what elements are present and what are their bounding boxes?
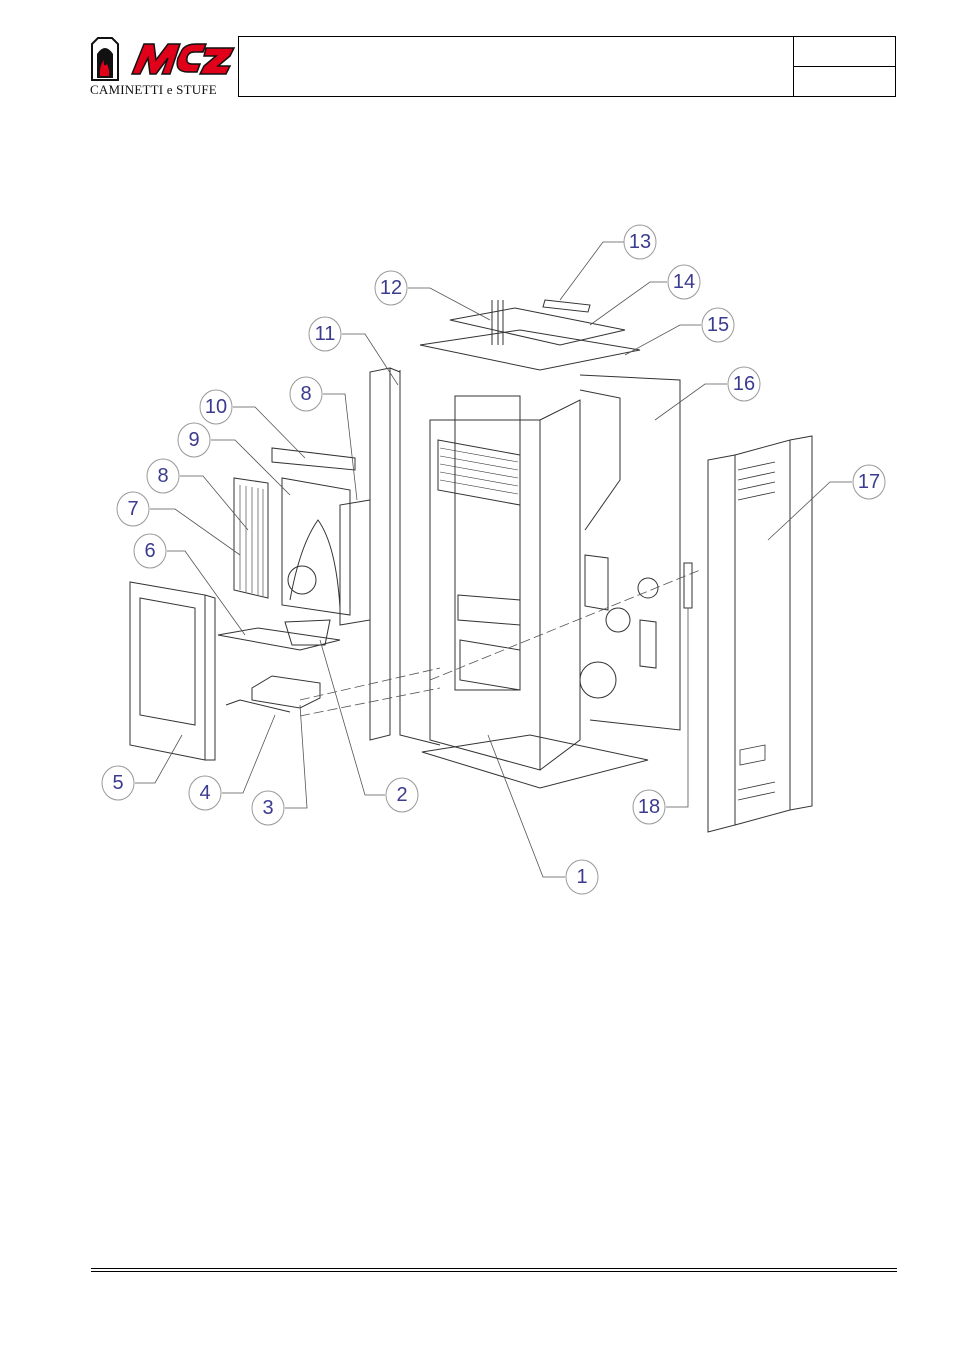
svg-text:1: 1: [576, 866, 587, 888]
part-main-frame: [429, 419, 541, 771]
svg-text:2: 2: [396, 784, 407, 806]
callout-11: 11: [308, 316, 342, 352]
callout-8-lower: 8: [146, 458, 180, 494]
svg-text:16: 16: [733, 373, 755, 395]
callouts: 13 12 14 15 11 8 16 10 9 8 17 7 6 5 4 3 …: [101, 224, 886, 895]
svg-text:14: 14: [673, 271, 695, 293]
part-door: [129, 581, 216, 761]
callout-15: 15: [701, 307, 735, 343]
part-back-liner: [281, 477, 351, 616]
svg-text:8: 8: [157, 465, 168, 487]
callout-12: 12: [374, 270, 408, 306]
svg-text:3: 3: [262, 797, 273, 819]
svg-text:18: 18: [638, 796, 660, 818]
callout-4: 4: [188, 775, 222, 811]
callout-16: 16: [727, 366, 761, 402]
logo-mark-icon: [91, 37, 236, 81]
part-top-cover: [419, 329, 641, 371]
part-baffle: [271, 447, 356, 471]
svg-text:7: 7: [127, 498, 138, 520]
part-side-panel-right: [707, 435, 813, 833]
part-ash-drawer: [251, 675, 321, 709]
part-brazier: [284, 619, 331, 646]
mcz-logo: CAMINETTI e STUFE: [88, 36, 236, 98]
svg-text:8: 8: [300, 383, 311, 405]
stove-parts: [129, 299, 813, 833]
svg-text:17: 17: [858, 471, 880, 493]
callout-5: 5: [101, 765, 135, 801]
svg-text:4: 4: [199, 782, 210, 804]
part-base: [421, 734, 649, 789]
svg-text:13: 13: [629, 231, 651, 253]
header-right-cells: [793, 37, 895, 96]
callout-13: 13: [623, 224, 657, 260]
svg-text:10: 10: [205, 396, 227, 418]
part-ash-grate: [217, 627, 341, 651]
callout-9: 9: [177, 422, 211, 458]
callout-3: 3: [251, 790, 285, 826]
svg-text:12: 12: [380, 277, 402, 299]
part-side-liner: [233, 477, 269, 599]
part-side-panel-left: [369, 367, 401, 741]
leader-lines: [135, 241, 852, 878]
svg-text:11: 11: [315, 323, 336, 345]
footer-rule-bottom: [91, 1271, 897, 1272]
callout-10: 10: [199, 389, 233, 425]
svg-text:9: 9: [188, 429, 199, 451]
svg-text:5: 5: [112, 772, 123, 794]
footer-rule-top: [91, 1268, 897, 1269]
header-title-block: [238, 36, 896, 97]
callout-14: 14: [667, 264, 701, 300]
callout-6: 6: [133, 533, 167, 569]
part-bracket: [683, 562, 693, 609]
callout-18: 18: [632, 789, 666, 825]
callout-7: 7: [116, 491, 150, 527]
callout-1: 1: [565, 859, 599, 895]
svg-text:15: 15: [707, 314, 729, 336]
header-cell-divider: [794, 66, 895, 67]
callout-8-upper: 8: [289, 376, 323, 412]
logo-tagline: CAMINETTI e STUFE: [90, 82, 217, 97]
callout-17: 17: [852, 464, 886, 500]
part-side-liner-right: [339, 499, 371, 626]
svg-text:6: 6: [144, 540, 155, 562]
callout-2: 2: [385, 777, 419, 813]
